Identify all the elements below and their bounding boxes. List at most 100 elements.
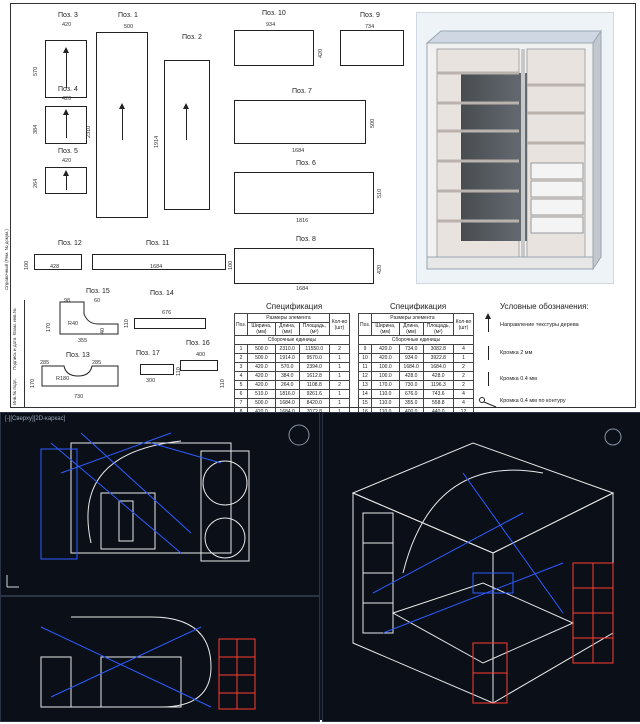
- edge-2mm-icon: [488, 346, 489, 360]
- edge-04mm-icon: [488, 372, 489, 386]
- panel-pos7: [234, 100, 366, 144]
- spec-cell: 570.0: [274, 362, 300, 372]
- part-label: Поз. 14: [150, 290, 174, 297]
- spec-cell: 110.0: [371, 389, 400, 399]
- viewport-top[interactable]: [-][Сверху][2D-каркас]: [0, 412, 320, 596]
- part-dim: 285: [40, 360, 50, 366]
- part-label: Поз. 9: [360, 12, 380, 19]
- part-dim: 420: [62, 22, 72, 28]
- spec-header: Кол-во (шт): [452, 313, 475, 336]
- spec-cell: 3: [234, 362, 248, 372]
- panel-pos15: [59, 301, 119, 335]
- edge-contour-icon: [479, 397, 497, 408]
- spec-cell: 6: [234, 389, 248, 399]
- grain-arrow-icon: [485, 313, 491, 332]
- cad-workspace: [-][Сверху][2D-каркас]: [0, 412, 640, 722]
- spec-cell: 500.0: [247, 353, 276, 363]
- spec-cell: 420.0: [247, 380, 276, 390]
- spec-cell: 2394.0: [298, 362, 330, 372]
- spec-cell: 9261.6: [298, 389, 330, 399]
- part-dim: 734: [365, 24, 375, 30]
- part-dim: 60: [94, 298, 101, 304]
- spec-cell: 1108.8: [298, 380, 330, 390]
- spec-cell: 2: [328, 380, 351, 390]
- part-dim: 420: [318, 48, 324, 58]
- legend-item: Кромка 2 мм: [500, 350, 533, 356]
- spec-cell: 428.0: [398, 371, 424, 381]
- spec-cell: 500.0: [247, 344, 276, 354]
- spec-cell: 100.0: [371, 362, 400, 372]
- spec-header: Длина, (мм): [398, 322, 424, 336]
- spec-cell: 1914.0: [274, 353, 300, 363]
- drawing-sheet: Инв.№ подл. Подпись и дата Взам. инв.№ С…: [4, 3, 636, 426]
- spec-cell: 500.0: [247, 398, 276, 408]
- panel-pos14: [134, 318, 206, 329]
- spec-header: Сборочные единицы: [234, 335, 350, 345]
- part-dim: 1816: [296, 218, 309, 224]
- part-label: Поз. 2: [182, 34, 202, 41]
- panel-pos8: [234, 248, 374, 284]
- spec-cell: 420.0: [247, 371, 276, 381]
- spec-title: Спецификация: [390, 302, 447, 311]
- part-dim: 420: [377, 264, 383, 274]
- spec-cell: 1: [328, 353, 351, 363]
- spec-cell: 1684.0: [274, 398, 300, 408]
- grain-arrow-icon: [63, 47, 69, 88]
- part-dim: 110: [220, 379, 226, 388]
- spec-cell: 5: [234, 380, 248, 390]
- spec-header: Площадь, (м²): [298, 322, 330, 336]
- spec-cell: 1684.0: [398, 362, 424, 372]
- spec-cell: 355.0: [398, 398, 424, 408]
- viewport-perspective[interactable]: [322, 412, 640, 722]
- spec-cell: 14: [358, 389, 372, 399]
- legend-item: Кромка 0.4 мм по контуру: [500, 398, 566, 404]
- part-dim: 384: [33, 124, 39, 134]
- spec-header: Ширина, (мм): [247, 322, 276, 336]
- part-dim: 428: [50, 264, 60, 270]
- spec-header: Размеры элемента: [371, 313, 454, 323]
- spec-cell: 9570.0: [298, 353, 330, 363]
- spec-cell: 12: [358, 371, 372, 381]
- wireframe-plan: [6, 424, 310, 588]
- spec-cell: 3082.8: [422, 344, 454, 354]
- part-label: Поз. 4: [58, 86, 78, 93]
- spec-cell: 934.0: [398, 353, 424, 363]
- spec-cell: 4: [452, 389, 475, 399]
- spec-cell: 11: [358, 362, 372, 372]
- panel-pos9: [340, 30, 404, 66]
- spec-cell: 2: [452, 362, 475, 372]
- part-label: Поз. 1: [118, 12, 138, 19]
- spec-cell: 264.0: [274, 380, 300, 390]
- part-dim: 420: [62, 96, 72, 102]
- spec-header: Ширина, (мм): [371, 322, 400, 336]
- wireframe-front: [40, 616, 256, 710]
- grain-arrow-icon: [63, 109, 69, 138]
- spec-cell: 3922.8: [422, 353, 454, 363]
- viewport-tab[interactable]: [-][Сверху][2D-каркас]: [5, 416, 66, 422]
- part-dim: 730: [74, 394, 84, 400]
- part-dim: 170: [46, 322, 52, 332]
- viewport-front[interactable]: [0, 596, 320, 722]
- part-dim: 98: [64, 298, 71, 304]
- spec-cell: 1612.8: [298, 371, 330, 381]
- part-dim: R40: [68, 321, 79, 327]
- spec-cell: 1: [328, 371, 351, 381]
- part-dim: 170: [30, 378, 36, 388]
- part-dim: 1684: [292, 148, 305, 154]
- grain-arrow-icon: [183, 103, 189, 140]
- wardrobe-render: [416, 12, 614, 284]
- spec-cell: 11550.0: [298, 344, 330, 354]
- stamp-sign: Подпись и дата: [12, 337, 17, 370]
- spec-cell: 4: [452, 398, 475, 408]
- legend-item: Направление текстуры дерева: [500, 322, 579, 328]
- spec-cell: 110.0: [371, 398, 400, 408]
- spec-cell: 10: [358, 353, 372, 363]
- wardrobe-render-image: [425, 29, 602, 271]
